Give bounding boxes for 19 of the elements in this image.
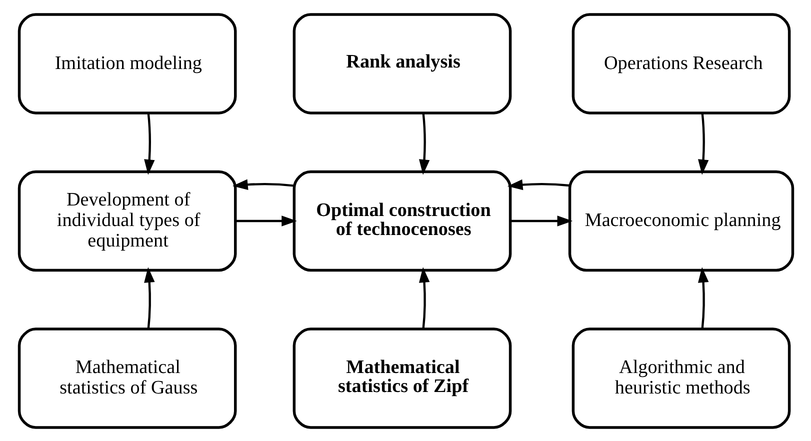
arrow	[698, 112, 708, 174]
arrow	[418, 266, 430, 329]
arrow	[144, 112, 154, 174]
arrow	[235, 215, 296, 226]
arrow	[144, 266, 154, 329]
arrow	[418, 112, 430, 174]
node-box: Imitation modeling	[17, 12, 236, 114]
node-box: Rank analysis	[292, 12, 512, 114]
node-box: Operations Research	[571, 12, 790, 114]
node-box: Optimal construction of technocenoses	[292, 170, 512, 272]
node-box: Algorithmic and heuristic methods	[571, 327, 790, 428]
node-box: Macroeconomic planning	[568, 170, 794, 272]
node-box: Mathematical statistics of Gauss	[17, 327, 236, 428]
node-box: Development of individual types of equipment	[17, 170, 236, 272]
arrow	[506, 178, 569, 190]
arrow	[510, 215, 572, 226]
node-box: Mathematical statistics of Zipf	[292, 327, 512, 428]
arrow	[232, 178, 294, 190]
arrow	[698, 266, 708, 329]
